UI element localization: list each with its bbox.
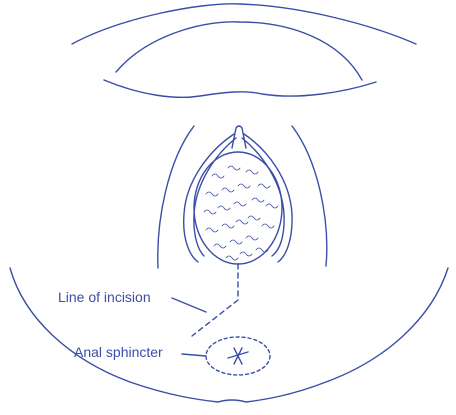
clitoral-hood [232,126,246,148]
incision-leader-line [172,298,206,312]
incision-label: Line of incision [58,289,151,305]
right-labium-outer [244,134,292,262]
abdomen-lower-outline [116,22,362,80]
abdomen-upper-outline [72,4,416,44]
fetal-head [194,152,282,264]
sphincter-leader-line [182,354,206,356]
right-buttock-outline [246,268,448,402]
anus-star-icon [228,348,248,364]
sphincter-label: Anal sphincter [74,344,163,360]
right-labium-inner [242,138,284,256]
right-thigh-outline [292,126,327,266]
scalp-hair-texture [204,166,278,260]
left-thigh-outline [158,126,194,268]
pubic-fold [104,80,376,97]
incision-line [192,264,238,336]
natal-cleft [218,400,246,402]
